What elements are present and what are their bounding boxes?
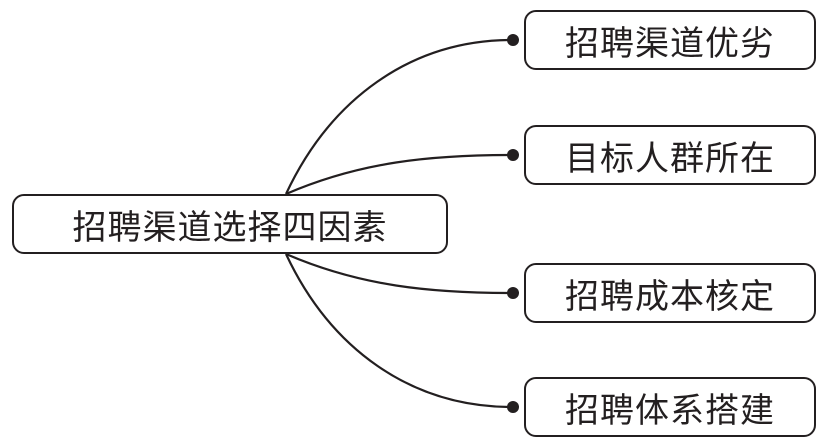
branch-node-2-label: 目标人群所在 [565, 138, 775, 179]
connector-dot-4 [507, 401, 519, 413]
branch-node-1-label: 招聘渠道优劣 [565, 23, 775, 64]
branch-node-3: 招聘成本核定 [524, 263, 816, 323]
root-node-label: 招聘渠道选择四因素 [72, 207, 388, 248]
connector-dot-3 [507, 287, 519, 299]
branch-node-2: 目标人群所在 [524, 125, 816, 185]
connector-to-branch-1 [285, 38, 513, 195]
connector-to-branch-3 [285, 252, 513, 295]
connector-dot-1 [507, 34, 519, 46]
connector-to-branch-2 [285, 153, 513, 196]
root-node: 招聘渠道选择四因素 [12, 194, 448, 254]
connector-dot-2 [507, 149, 519, 161]
connector-to-branch-4 [285, 253, 513, 409]
branch-node-3-label: 招聘成本核定 [565, 276, 775, 317]
branch-node-4-label: 招聘体系搭建 [565, 390, 775, 431]
branch-node-1: 招聘渠道优劣 [524, 10, 816, 70]
branch-node-4: 招聘体系搭建 [524, 377, 816, 437]
